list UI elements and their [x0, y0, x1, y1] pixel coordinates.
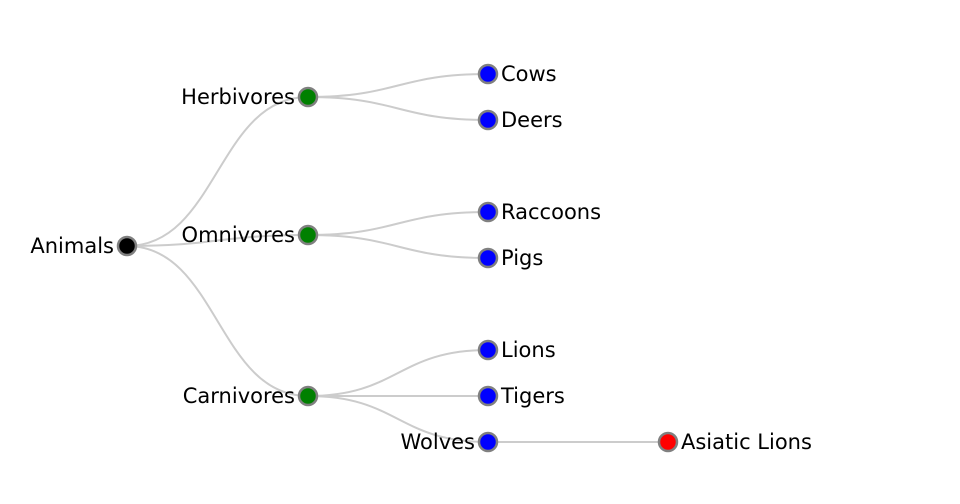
node-circle[interactable] [477, 431, 499, 453]
node-circle[interactable] [297, 86, 319, 108]
link-herbivores-to-deers [307, 96, 489, 121]
node-carnivores[interactable]: Carnivores [183, 384, 319, 408]
link-carnivores-to-wolves [307, 395, 489, 443]
link-animals-to-omnivores [126, 234, 309, 247]
node-circle[interactable] [477, 385, 499, 407]
node-label: Deers [501, 108, 563, 132]
link-omnivores-to-pigs [307, 234, 489, 259]
node-herbivores[interactable]: Herbivores [181, 85, 319, 109]
node-raccoons[interactable]: Raccoons [477, 200, 601, 224]
link-animals-to-herbivores [126, 96, 309, 247]
node-label: Animals [30, 234, 114, 258]
node-circle[interactable] [297, 224, 319, 246]
node-label: Asiatic Lions [681, 430, 812, 454]
node-omnivores[interactable]: Omnivores [182, 223, 319, 247]
node-circle[interactable] [477, 339, 499, 361]
node-cows[interactable]: Cows [477, 62, 557, 86]
node-label: Raccoons [501, 200, 601, 224]
node-label: Tigers [500, 384, 565, 408]
link-carnivores-to-lions [307, 349, 489, 397]
node-label: Pigs [501, 246, 543, 270]
node-circle[interactable] [297, 385, 319, 407]
link-herbivores-to-cows [307, 73, 489, 98]
node-pigs[interactable]: Pigs [477, 246, 543, 270]
node-label: Omnivores [182, 223, 295, 247]
node-label: Lions [501, 338, 556, 362]
node-circle[interactable] [657, 431, 679, 453]
node-tigers[interactable]: Tigers [477, 384, 565, 408]
node-wolves[interactable]: Wolves [400, 430, 499, 454]
node-circle[interactable] [477, 247, 499, 269]
node-label: Cows [501, 62, 557, 86]
node-circle[interactable] [116, 235, 138, 257]
node-label: Wolves [400, 430, 475, 454]
node-circle[interactable] [477, 109, 499, 131]
node-circle[interactable] [477, 201, 499, 223]
node-lions[interactable]: Lions [477, 338, 556, 362]
link-animals-to-carnivores [126, 245, 309, 397]
node-label: Herbivores [181, 85, 295, 109]
node-circle[interactable] [477, 63, 499, 85]
node-deers[interactable]: Deers [477, 108, 563, 132]
node-asiatic-lions[interactable]: Asiatic Lions [657, 430, 812, 454]
node-animals[interactable]: Animals [30, 234, 138, 258]
link-omnivores-to-raccoons [307, 211, 489, 236]
node-label: Carnivores [183, 384, 295, 408]
